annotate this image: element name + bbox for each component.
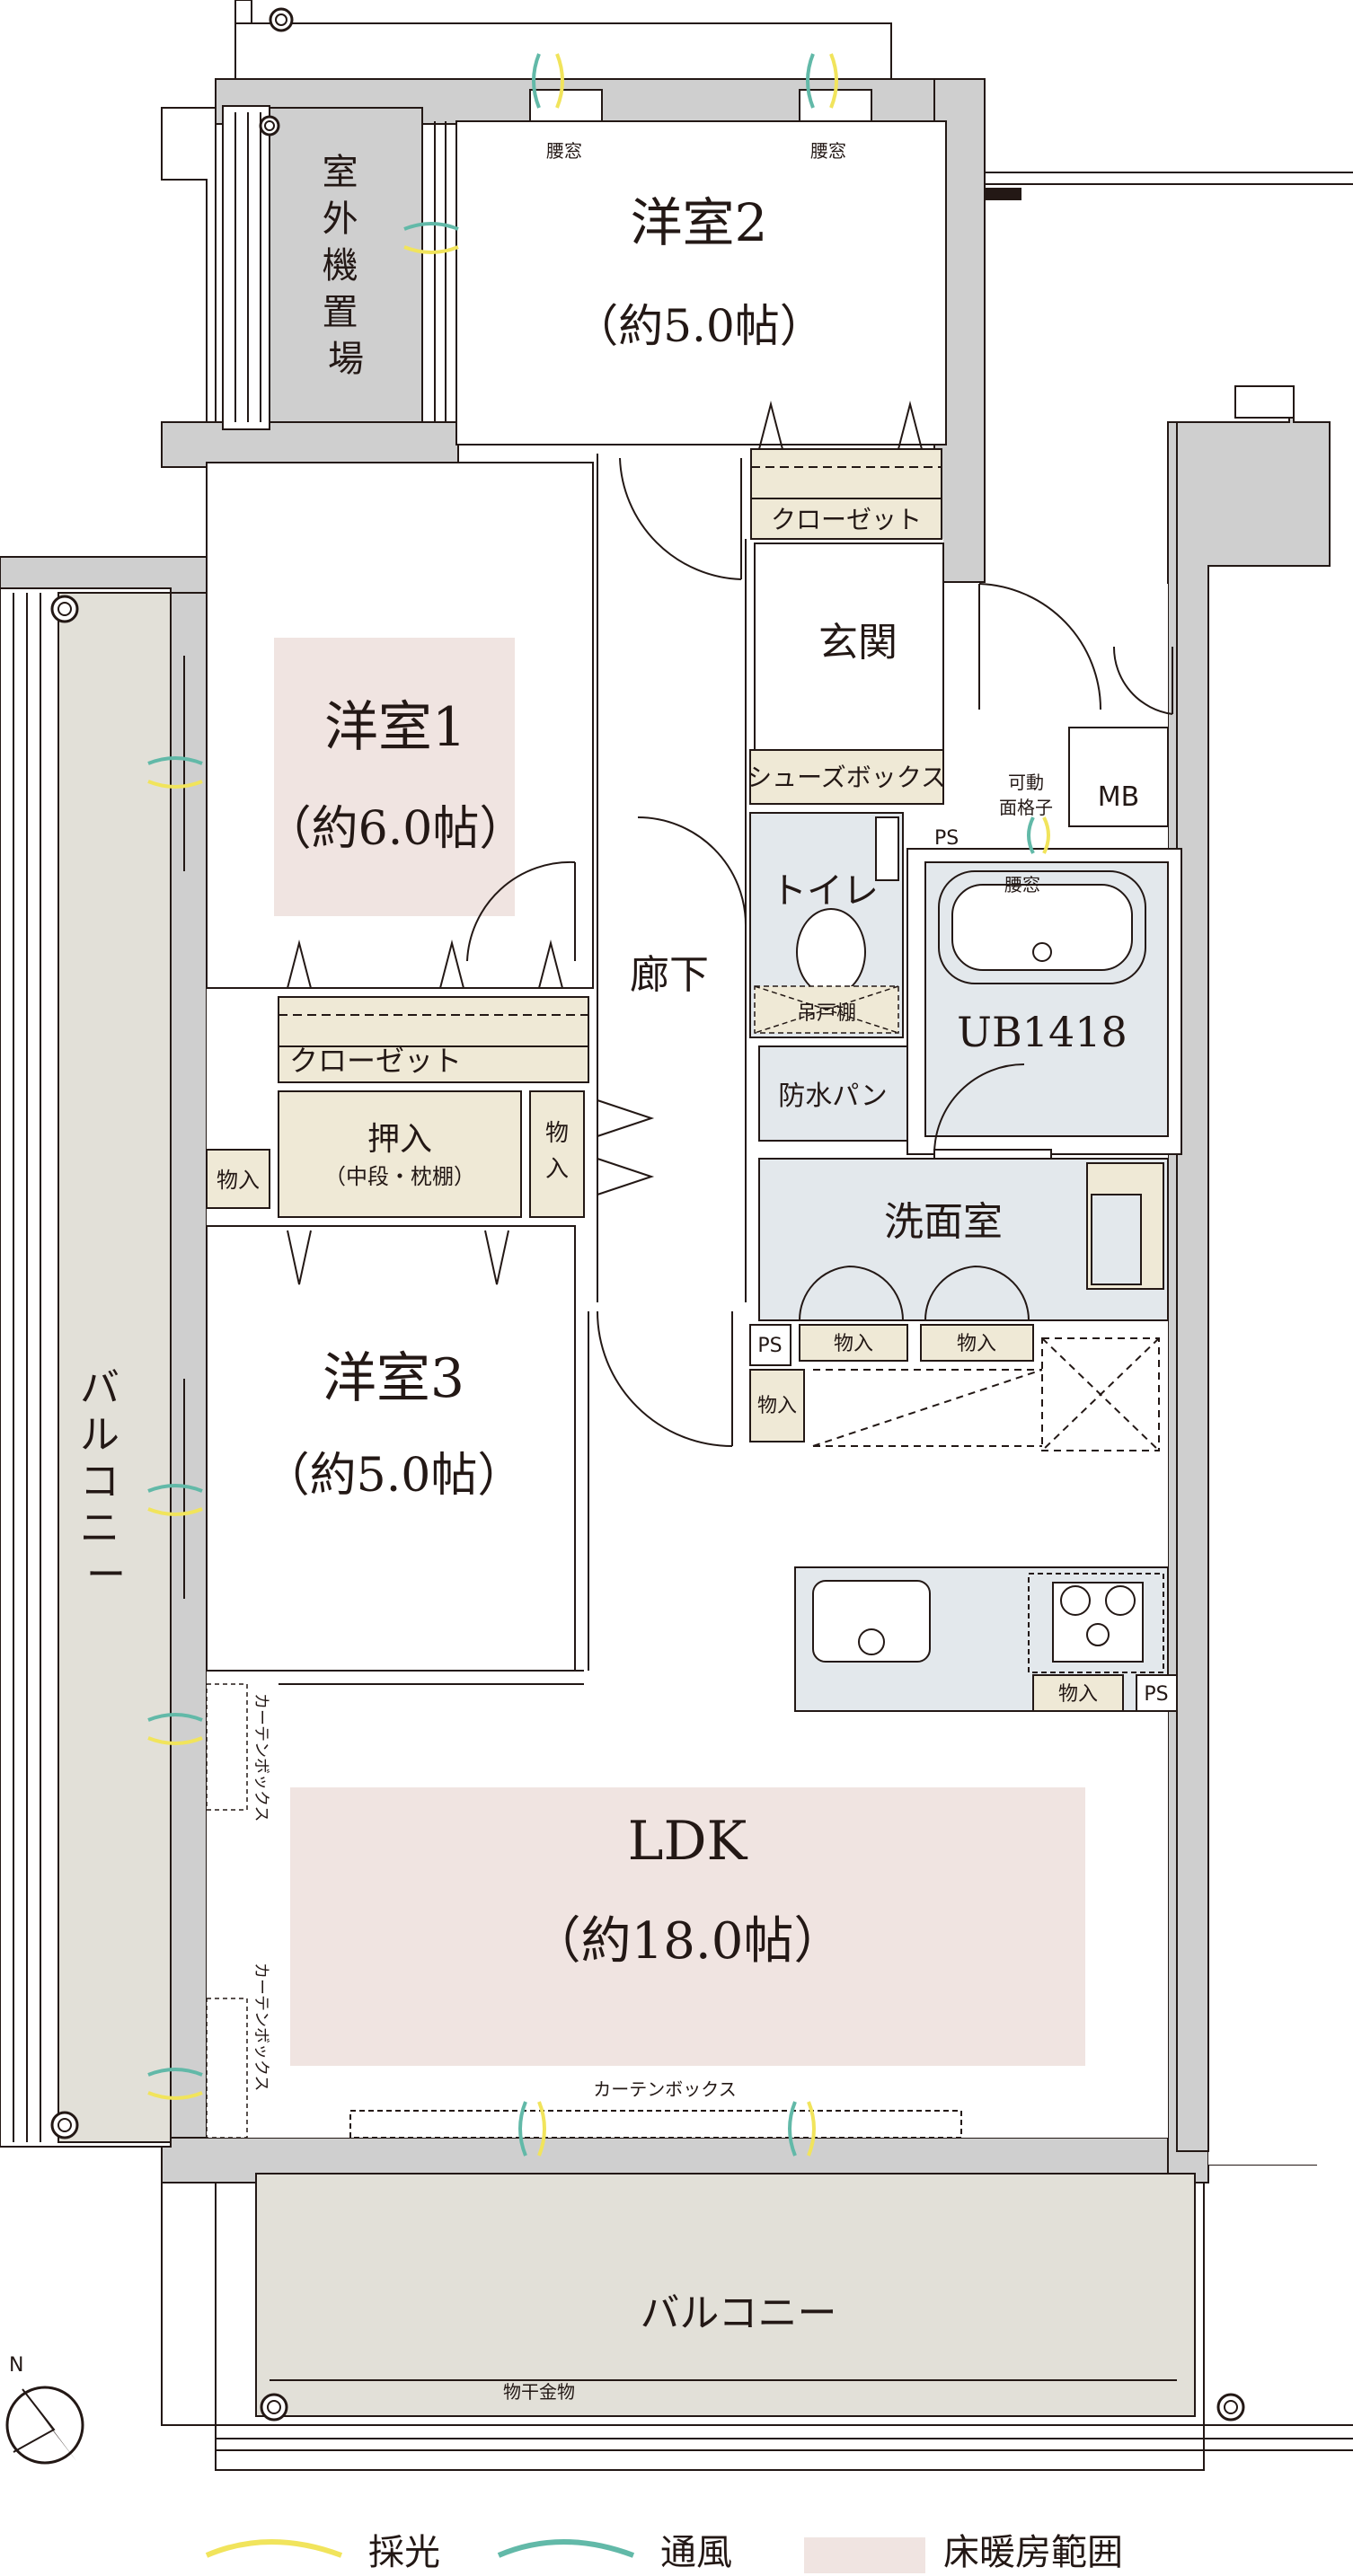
storage-hall-small[interactable]: 物入 — [749, 1369, 805, 1442]
toilet-room: トイレ 吊戸棚 — [749, 812, 904, 1038]
storage-west-label: 物入 — [217, 1168, 260, 1193]
ldk-size: （約18.0帖） — [531, 1912, 845, 1971]
washroom: 防水パン 洗面室 — [758, 1045, 1169, 1321]
waterproof-pan-label: 防水パン — [778, 1081, 888, 1112]
north-arrow: N — [5, 2354, 84, 2465]
unit-bath-label: UB1418 — [957, 1008, 1128, 1056]
north-label: N — [9, 2354, 23, 2377]
legend-ventilation-label: 通風 — [660, 2532, 732, 2573]
ps-box-mid: PS — [749, 1324, 791, 1366]
movable-grille-label-2: 面格子 — [999, 797, 1053, 818]
balcony-west: バ ル コ ニ ー — [0, 587, 172, 2148]
closet-2-label: クローゼット — [771, 505, 922, 534]
storage-small-door-1: 物 — [545, 1120, 569, 1147]
waist-window-label-1: 腰窓 — [546, 140, 582, 162]
entrance-label: 玄関 — [818, 620, 898, 666]
washroom-label: 洗面室 — [884, 1199, 1003, 1245]
room-western-1: 洋室1 （約6.0帖） — [170, 462, 594, 989]
closet-1-label: クローゼット — [289, 1044, 462, 1078]
room-ldk: LDK （約18.0帖） カーテンボックス — [206, 1683, 1085, 2139]
curtain-box-west-2-label: カーテンボックス — [252, 1963, 270, 2091]
room-western-3-name: 洋室3 — [323, 1347, 464, 1410]
curtain-box-west-1-label: カーテンボックス — [252, 1693, 270, 1822]
oshiire-label: 押入 — [367, 1121, 432, 1158]
storage-washroom-1[interactable]: 物入 — [799, 1324, 908, 1362]
storage-small-door-2: 入 — [545, 1156, 569, 1183]
legend-item-light: 採光 — [205, 2532, 440, 2573]
room-western-2-size: （約5.0帖） — [573, 300, 825, 352]
mb-label: MB — [1098, 781, 1139, 813]
toilet-label: トイレ — [771, 870, 879, 912]
storage-kitchen[interactable]: 物入 — [1032, 1674, 1124, 1712]
curtain-box-south-label: カーテンボックス — [593, 2078, 736, 2100]
balcony-south: バルコニー 物干金物 — [215, 2173, 1353, 2471]
closet-1[interactable]: クローゼット — [278, 940, 589, 1083]
floor-heating-area-ldk — [290, 1787, 1085, 2066]
room-western-3: 洋室3 （約5.0帖） — [170, 1225, 589, 1685]
exterior-rail-ne — [984, 172, 1353, 419]
corridor-label: 廊下 — [630, 952, 709, 998]
ps-label-kitchen: PS — [1144, 1683, 1168, 1706]
ps-label-bath: PS — [934, 827, 959, 850]
corridor: 廊下 — [466, 454, 747, 1447]
oshiire-closet[interactable]: 押入 （中段・枕棚） 物 入 — [278, 1090, 585, 1218]
airflow-markers — [147, 53, 1050, 2157]
closet-2[interactable]: クローゼット — [750, 401, 942, 540]
storage-washroom-1-label: 物入 — [834, 1333, 873, 1355]
entrance-hall: 玄関 — [754, 543, 1173, 755]
legend-item-floor-heating: 床暖房範囲 — [804, 2532, 1123, 2573]
hanging-shelf-label: 吊戸棚 — [797, 1002, 856, 1025]
oshiire-sub-label: （中段・枕棚） — [324, 1164, 475, 1189]
legend: 採光 通風 床暖房範囲 — [205, 2532, 1123, 2573]
storage-kitchen-label: 物入 — [1058, 1683, 1098, 1706]
legend-item-ventilation: 通風 — [497, 2532, 732, 2573]
room-western-1-size: （約6.0帖） — [265, 802, 526, 856]
floor-heating-area-1 — [274, 638, 515, 916]
room-western-2-name: 洋室2 — [631, 192, 768, 253]
room-western-1-name: 洋室1 — [324, 696, 466, 759]
balcony-west-label: バ ル コ ニ ー — [80, 1365, 132, 1598]
balcony-south-label: バルコニー — [640, 2290, 836, 2336]
unit-bath: 腰窓 UB1418 PS — [906, 827, 1182, 1160]
laundry-hanger-label: 物干金物 — [503, 2381, 575, 2403]
storage-west-small[interactable]: 物入 — [206, 1149, 270, 1209]
outdoor-unit-space: 室 外 機 置 場 — [222, 0, 892, 430]
bath-waist-window-label: 腰窓 — [1004, 874, 1040, 895]
meter-box[interactable]: MB 可動 面格子 — [999, 727, 1169, 827]
waist-window-label-2: 腰窓 — [810, 140, 846, 162]
room-western-3-size: （約5.0帖） — [263, 1449, 525, 1503]
ps-label-mid: PS — [757, 1335, 782, 1357]
movable-grille-label-1: 可動 — [1008, 772, 1044, 793]
dashed-service-area — [812, 1337, 1160, 1451]
legend-light-label: 採光 — [368, 2532, 440, 2573]
ldk-name: LDK — [628, 1810, 748, 1873]
storage-washroom-2[interactable]: 物入 — [920, 1324, 1034, 1362]
legend-floor-heating-label: 床暖房範囲 — [943, 2532, 1123, 2573]
room-western-2: 洋室2 （約5.0帖） 腰窓 腰窓 — [421, 89, 947, 446]
shoes-box-label: シューズボックス — [747, 763, 946, 792]
ps-box-kitchen: PS — [1136, 1674, 1178, 1712]
storage-washroom-2-label: 物入 — [957, 1333, 996, 1355]
shoes-box[interactable]: シューズボックス — [747, 749, 946, 805]
outdoor-unit-label: 室 外 機 置 場 — [323, 152, 370, 380]
storage-hall-small-label: 物入 — [757, 1395, 797, 1417]
